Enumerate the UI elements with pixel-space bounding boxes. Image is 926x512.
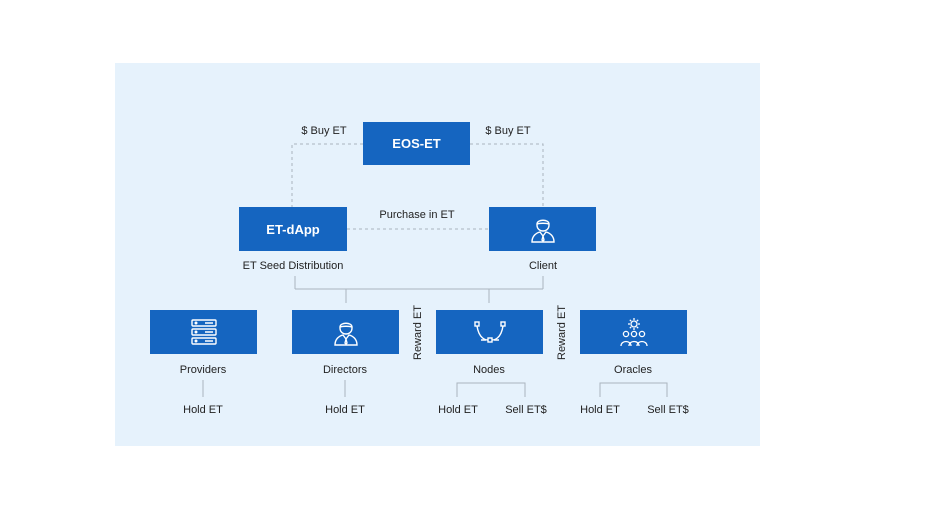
server-icon [190, 319, 218, 345]
nodes-hold-label: Hold ET [438, 404, 478, 416]
connector-eos-client [470, 143, 544, 207]
oracles-hold-label: Hold ET [580, 404, 620, 416]
directors-label: Directors [322, 364, 368, 376]
gear-people-icon [619, 317, 649, 347]
nodes-label: Nodes [473, 364, 505, 376]
buy-et-right-label: $ Buy ET [485, 125, 531, 137]
oracles-label: Oracles [614, 364, 652, 376]
oracles-box [580, 310, 687, 354]
connector-oracles-split [599, 382, 668, 397]
eos-et-box: EOS-ET [363, 122, 470, 165]
directors-hold-label: Hold ET [325, 404, 365, 416]
seed-distribution-label: ET Seed Distribution [242, 260, 344, 272]
buy-et-left-label: $ Buy ET [301, 125, 347, 137]
oracles-sell-label: Sell ET$ [647, 404, 689, 416]
connector-nodes-split [456, 382, 526, 397]
nodes-sell-label: Sell ET$ [505, 404, 547, 416]
eos-et-label: EOS-ET [392, 136, 441, 151]
providers-box [150, 310, 257, 354]
person-icon [333, 318, 359, 346]
client-label: Client [528, 260, 558, 272]
et-dapp-label: ET-dApp [266, 221, 320, 237]
connector-eos-dapp [291, 143, 363, 207]
reward-et-label-oracles: Reward ET [556, 304, 568, 360]
bezier-curve-icon [473, 321, 506, 343]
nodes-box [436, 310, 543, 354]
client-box [489, 207, 596, 251]
purchase-label: Purchase in ET [379, 209, 455, 221]
providers-hold-label: Hold ET [183, 404, 223, 416]
person-icon [530, 215, 556, 243]
reward-et-label-nodes: Reward ET [412, 304, 424, 360]
directors-box [292, 310, 399, 354]
et-dapp-box: ET-dApp [239, 207, 347, 251]
providers-label: Providers [179, 364, 227, 376]
